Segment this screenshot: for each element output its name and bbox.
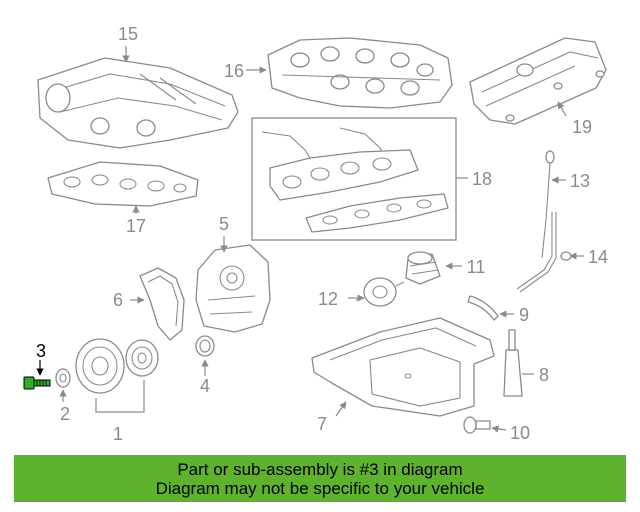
- part-dipstick-tube: [516, 212, 572, 293]
- notice-line-disclaimer: Diagram may not be specific to your vehi…: [155, 478, 485, 498]
- part-oil-pan: [311, 317, 495, 417]
- callout-4: 4: [200, 376, 210, 396]
- callout-13: 13: [570, 171, 590, 191]
- callout-5: 5: [219, 214, 229, 234]
- leader-10: [491, 425, 507, 433]
- part-intake-manifold: [37, 57, 239, 149]
- part-timing-gasket: [139, 267, 185, 341]
- part-intake-gasket: [47, 161, 199, 207]
- callout-12: 12: [318, 289, 338, 309]
- part-front-seal: [195, 335, 215, 357]
- part-pulleys: [75, 338, 159, 394]
- callout-11: 11: [467, 257, 486, 277]
- part-washer: [55, 368, 71, 388]
- callout-3[interactable]: 3: [36, 341, 46, 361]
- part-timing-cover: [195, 244, 271, 333]
- part-bolt-highlighted[interactable]: [23, 376, 51, 390]
- callout-6: 6: [113, 290, 123, 310]
- notice-banner: Part or sub-assembly is #3 in diagram Di…: [14, 455, 626, 502]
- part-sealant-tube: [503, 329, 523, 397]
- leader-7: [335, 401, 347, 417]
- callout-2: 2: [60, 404, 70, 424]
- leader-19: [557, 101, 567, 117]
- part-valve-cover: [469, 37, 607, 125]
- part-water-pump: [355, 277, 405, 307]
- callout-1: 1: [113, 424, 123, 444]
- callout-9: 9: [519, 305, 529, 325]
- notice-line-part: Part or sub-assembly is #3 in diagram: [177, 459, 463, 479]
- callout-10: 10: [510, 423, 530, 443]
- callout-7: 7: [317, 414, 327, 434]
- part-oil-filter: [405, 251, 441, 285]
- leader-1: [95, 380, 145, 413]
- callout-8: 8: [539, 365, 549, 385]
- callout-18: 18: [472, 169, 492, 189]
- callout-16: 16: [224, 61, 244, 81]
- callout-14: 14: [588, 247, 608, 267]
- callout-19: 19: [572, 117, 592, 137]
- part-gasket-set: [251, 117, 457, 241]
- part-drain-plug: [463, 416, 491, 434]
- part-upper-manifold: [267, 37, 453, 109]
- callout-15: 15: [118, 24, 138, 44]
- callout-17: 17: [126, 216, 146, 236]
- parts-diagram: 1 2 3 4 5 6 7 8 9 10 11 12 13 14 15 16 1…: [23, 24, 608, 444]
- part-rear-seal: [467, 295, 499, 321]
- part-dipstick: [541, 150, 555, 259]
